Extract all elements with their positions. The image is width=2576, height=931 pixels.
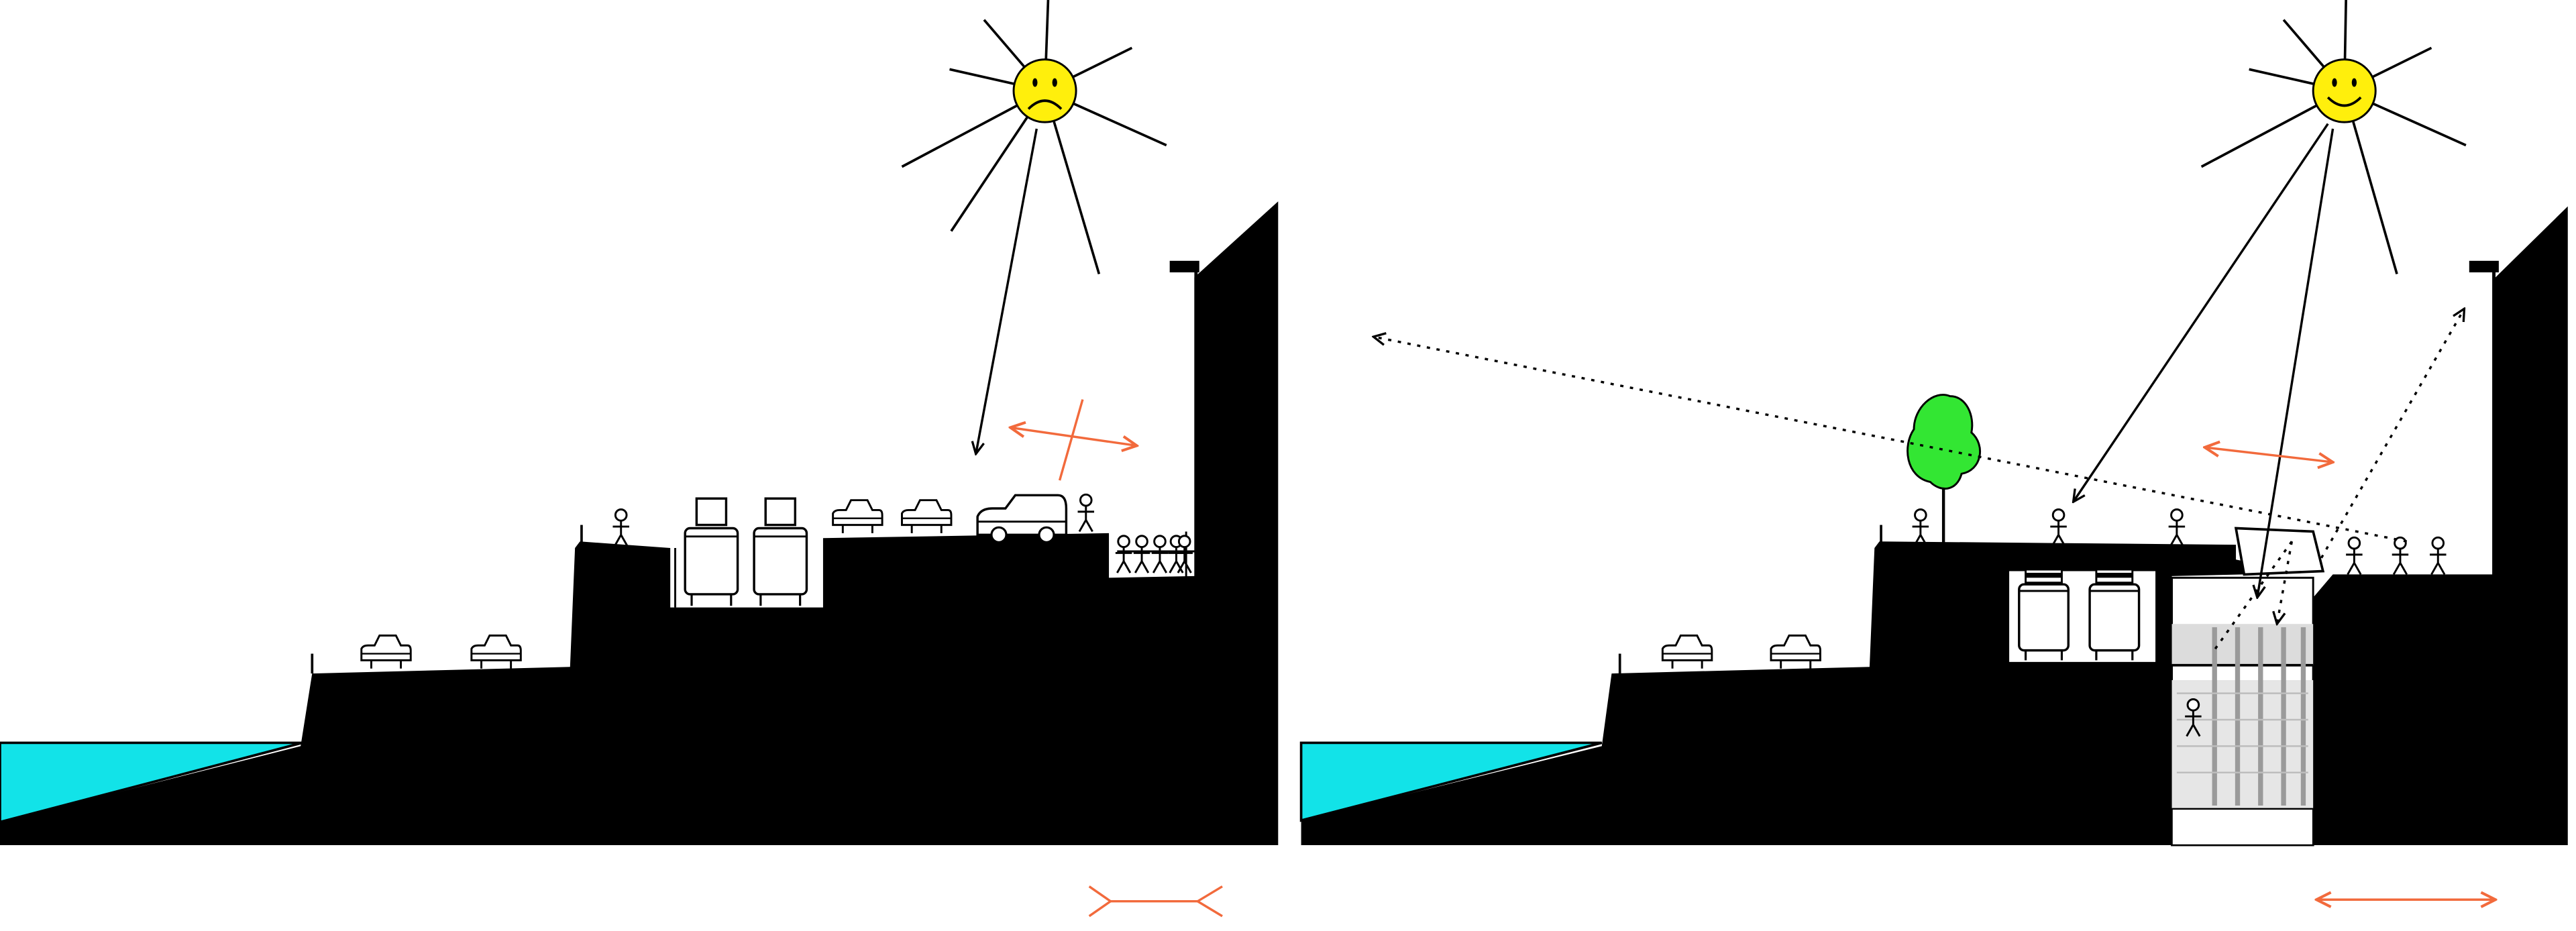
ground-section bbox=[0, 201, 1279, 846]
ground-section bbox=[2313, 206, 2568, 846]
panel-before bbox=[0, 0, 1279, 918]
car-icon bbox=[976, 494, 1068, 544]
sun-icon bbox=[2200, 0, 2467, 275]
water bbox=[0, 741, 303, 824]
sun-icon bbox=[901, 0, 1167, 275]
water bbox=[1299, 741, 1603, 822]
width-indicator bbox=[1088, 885, 1223, 918]
ground-section bbox=[1301, 541, 2245, 846]
tree-icon bbox=[1907, 394, 1982, 545]
panel-after bbox=[1299, 0, 2568, 899]
